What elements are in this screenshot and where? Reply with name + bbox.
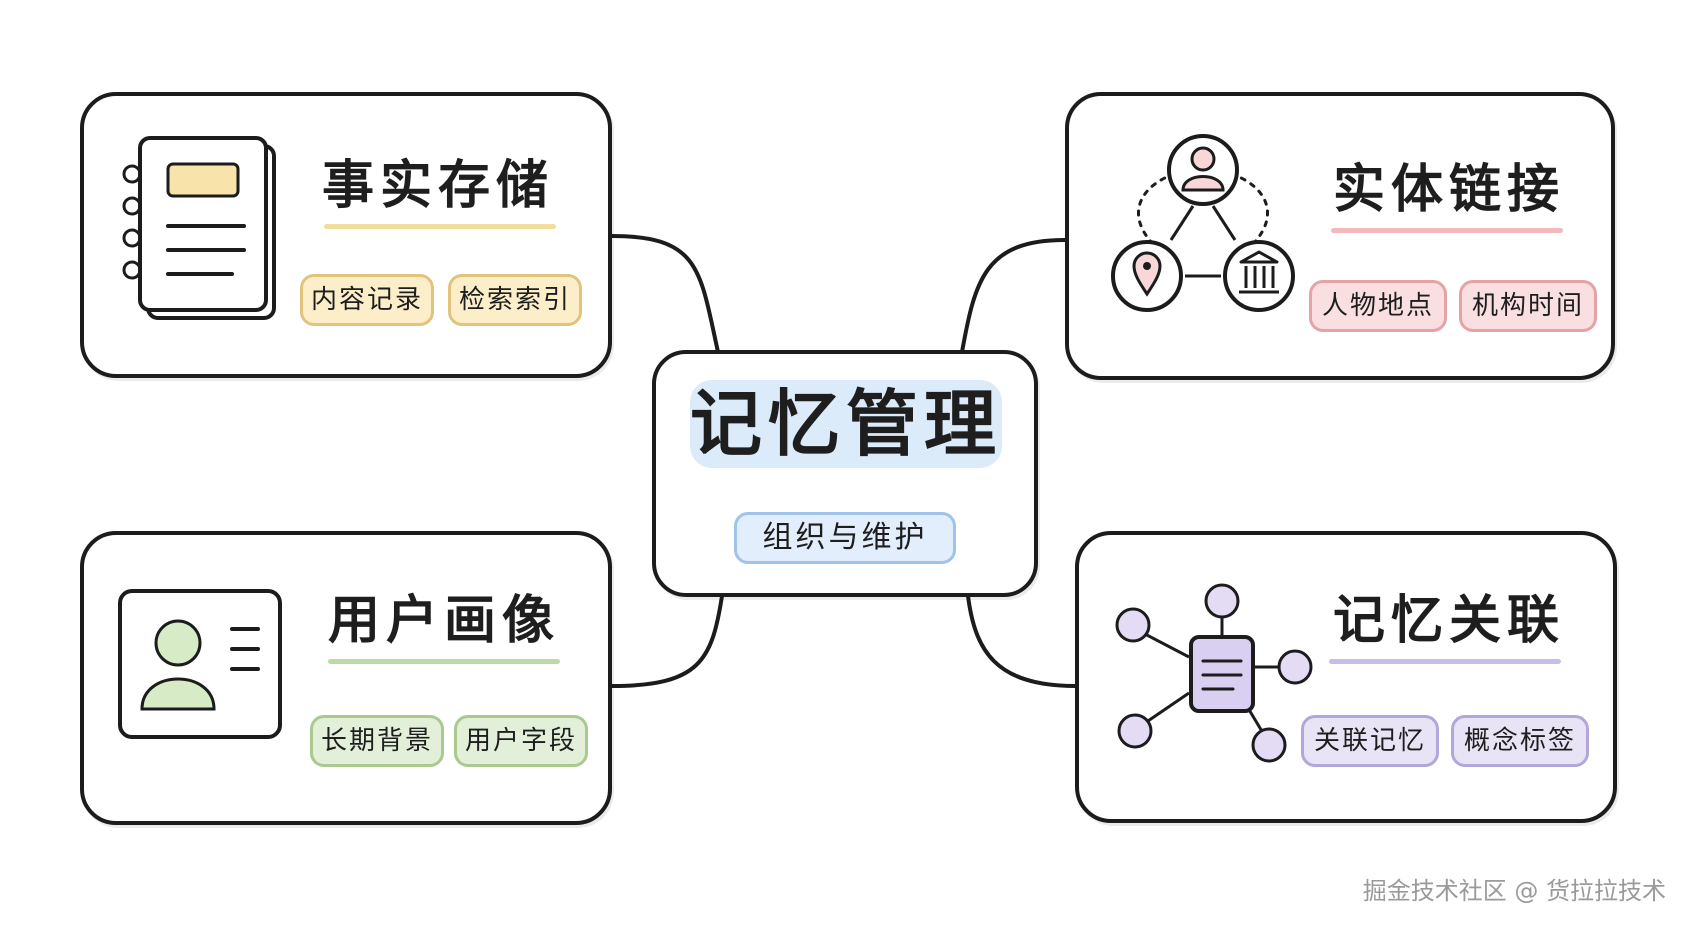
tag-long-term-background: 长期背景 (310, 715, 444, 767)
tag-person-place: 人物地点 (1309, 280, 1447, 332)
center-node: 记忆管理 组织与维护 (652, 350, 1038, 597)
entity-network-icon (1111, 134, 1295, 312)
card-entity-linking: 实体链接 人物地点 机构时间 (1065, 92, 1615, 380)
tag-linked-memory: 关联记忆 (1301, 715, 1439, 767)
connector-top-right (960, 238, 1067, 354)
entity-linking-underline (1331, 228, 1563, 233)
memory-association-title: 记忆关联 (1332, 591, 1565, 651)
watermark: 掘金技术社区 @ 货拉拉技术 (1362, 877, 1666, 905)
fact-storage-underline (324, 224, 556, 229)
tag-user-fields: 用户字段 (454, 715, 588, 767)
profile-card-icon (118, 589, 282, 739)
entity-linking-title: 实体链接 (1332, 160, 1565, 220)
fact-storage-title: 事实存储 (321, 156, 554, 216)
memory-association-underline (1329, 659, 1561, 664)
connector-top-left (610, 234, 720, 354)
center-title: 记忆管理 (690, 380, 1003, 468)
tag-search-index: 检索索引 (448, 274, 582, 326)
center-subtitle: 组织与维护 (734, 512, 956, 564)
tag-concept-labels: 概念标签 (1451, 715, 1589, 767)
card-user-profile: 用户画像 长期背景 用户字段 (80, 531, 612, 825)
notebook-icon (122, 136, 276, 320)
connector-bottom-right (966, 594, 1077, 688)
user-profile-underline (328, 659, 560, 664)
card-fact-storage: 事实存储 内容记录 检索索引 (80, 92, 612, 378)
card-memory-association: 记忆关联 关联记忆 概念标签 (1075, 531, 1617, 823)
tag-content-record: 内容记录 (300, 274, 434, 326)
connector-bottom-left (610, 594, 724, 688)
user-profile-title: 用户画像 (327, 591, 560, 651)
tag-org-time: 机构时间 (1459, 280, 1597, 332)
memory-graph-icon (1115, 583, 1313, 763)
